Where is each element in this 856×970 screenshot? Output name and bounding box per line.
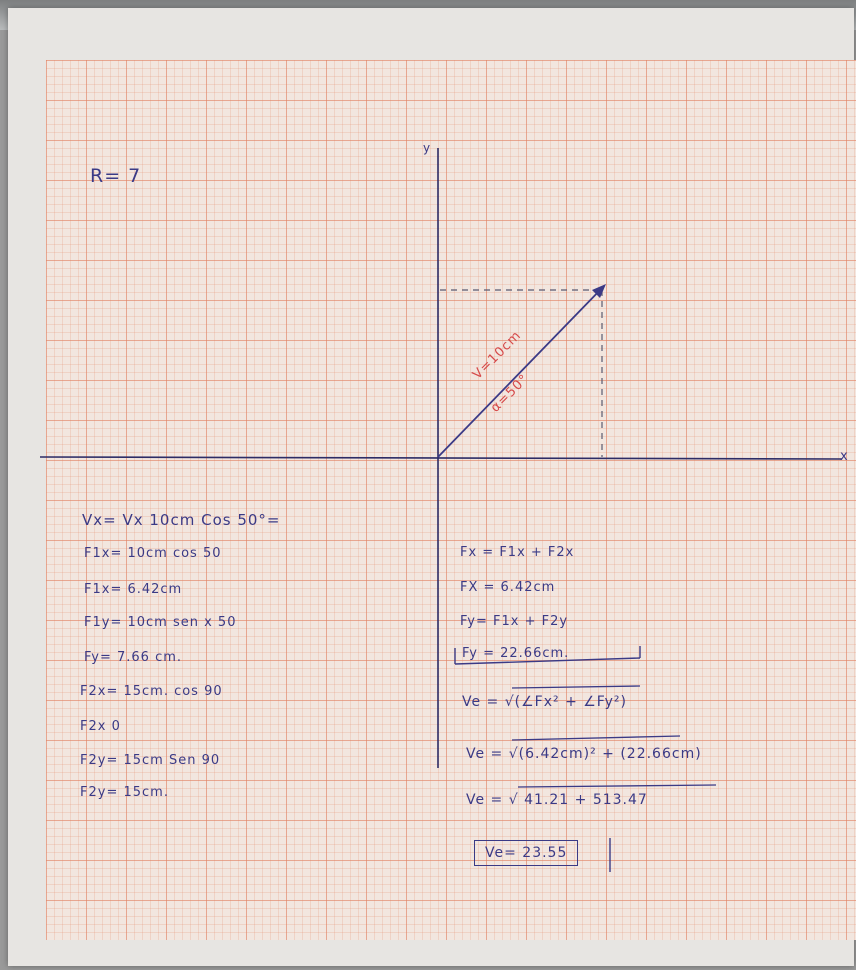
- vector-arrowhead: [592, 284, 606, 298]
- x-axis: [39, 456, 843, 460]
- calc-line: F1x= 10cm cos 50: [84, 546, 222, 561]
- calc-line: Fy= 7.66 cm.: [84, 650, 183, 665]
- radical-bar-3: [517, 784, 717, 788]
- y-axis-label: y: [423, 141, 432, 155]
- vector-arrow: [437, 285, 605, 458]
- calc-line: F1y= 10cm sen x 50: [84, 615, 237, 630]
- ve-line: Ve = √ 41.21 + 513.47: [466, 792, 648, 808]
- ve-line: Ve = √(∠Fx² + ∠Fy²): [462, 694, 627, 710]
- calc-line: FX = 6.42cm: [460, 580, 556, 595]
- fy-box-bottom: [454, 657, 641, 665]
- radical-bar-2: [511, 735, 681, 741]
- calc-line: F2y= 15cm.: [80, 785, 169, 800]
- calc-line: Fy= F1x + F2y: [460, 614, 569, 629]
- calc-line: F1x= 6.42cm: [84, 582, 183, 597]
- graph-paper-grid: [46, 60, 856, 940]
- ve-line: Ve = √(6.42cm)² + (22.66cm): [466, 746, 702, 762]
- calc-line-highlighted: Fy = 22.66cm.: [462, 646, 570, 661]
- calc-line: F2x 0: [80, 719, 121, 734]
- calc-line: Fx = F1x + F2x: [460, 545, 575, 560]
- paper-sheet: [8, 8, 856, 966]
- result-box: Ve= 23.55: [474, 840, 579, 866]
- calc-line: F2y= 15cm Sen 90: [80, 753, 221, 768]
- x-axis-label: x: [840, 449, 849, 464]
- calc-line: Vx= Vx 10cm Cos 50°=: [82, 511, 281, 529]
- r-label: R= 7: [90, 165, 142, 187]
- radical-bar-1: [511, 685, 641, 689]
- calc-line: F2x= 15cm. cos 90: [80, 684, 223, 699]
